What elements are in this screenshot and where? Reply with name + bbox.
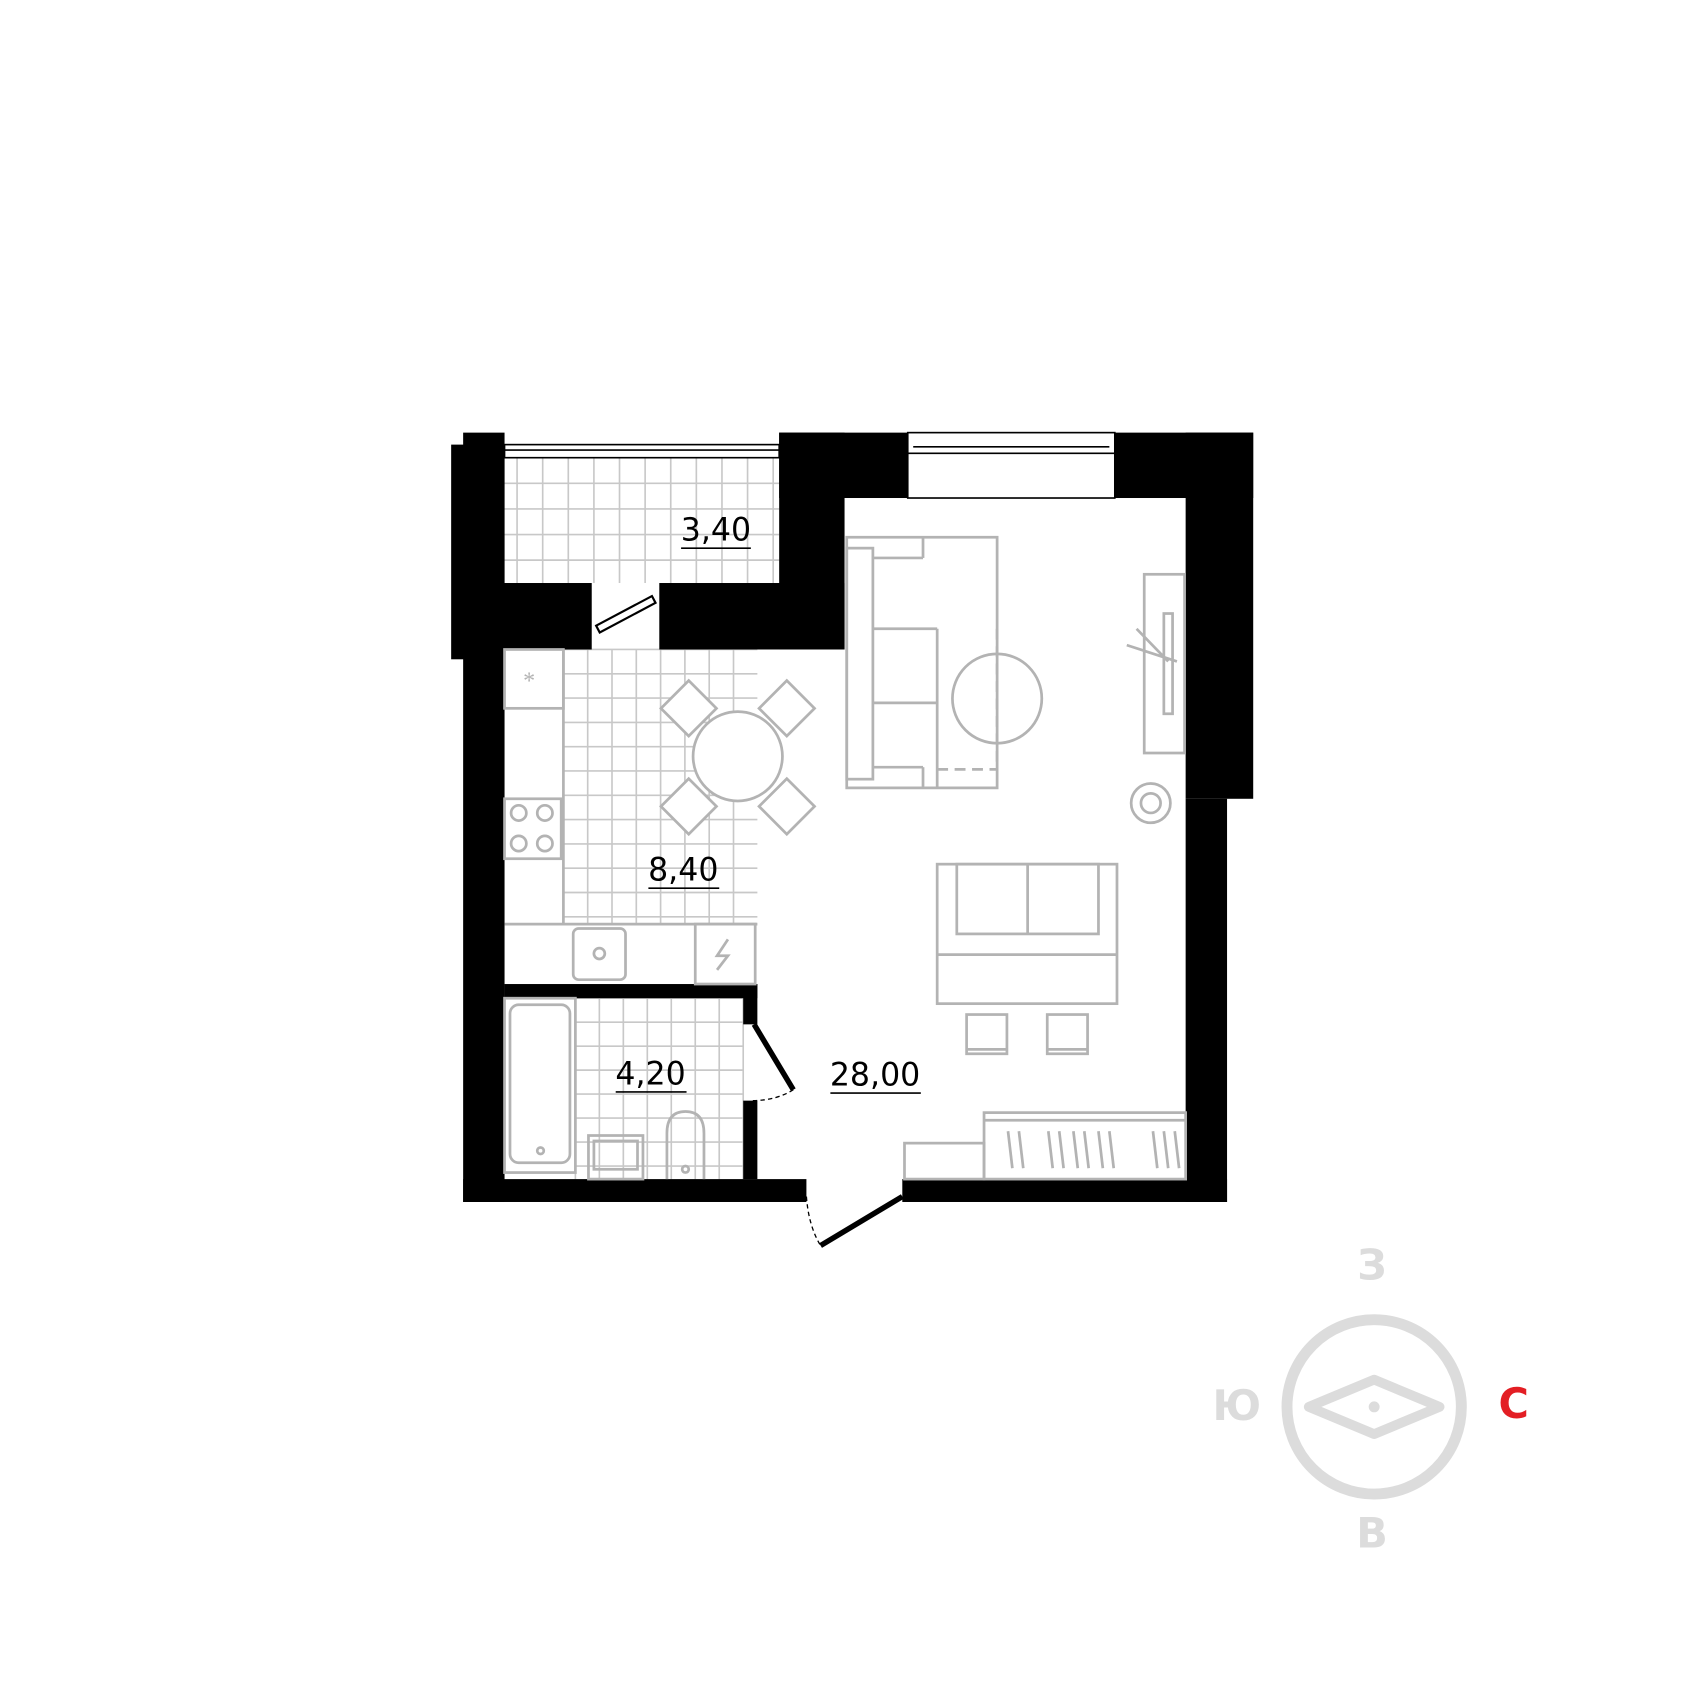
balcony-area-label: 3,40: [681, 513, 751, 549]
compass-east: В: [1356, 1509, 1388, 1557]
svg-text:8,40: 8,40: [648, 853, 718, 889]
svg-text:*: *: [523, 669, 535, 695]
bathroom-area-label: 4,20: [615, 1056, 687, 1093]
kitchen-area-label: 8,40: [648, 853, 720, 889]
balcony-window: [503, 443, 780, 459]
svg-text:4,20: 4,20: [615, 1056, 685, 1092]
compass-south: Ю: [1213, 1382, 1262, 1430]
compass-west: З: [1357, 1241, 1386, 1289]
living-area-label: 28,00: [830, 1057, 921, 1094]
compass-ring: [1281, 1314, 1467, 1500]
compass-needle-icon: [1303, 1374, 1445, 1440]
compass-north: С: [1498, 1380, 1528, 1428]
kitchen-furniture: *: [503, 648, 817, 986]
bathroom-door[interactable]: [751, 1022, 796, 1102]
living-window: [906, 431, 1116, 499]
balcony-door[interactable]: [594, 594, 658, 634]
compass: З В Ю С: [1213, 1241, 1529, 1557]
svg-text:28,00: 28,00: [830, 1057, 920, 1093]
living-furniture: [845, 535, 1188, 1181]
walls: [451, 432, 1254, 1202]
entrance-door[interactable]: [805, 1194, 904, 1248]
svg-text:3,40: 3,40: [681, 513, 751, 549]
bathroom-fixtures: [503, 996, 706, 1181]
